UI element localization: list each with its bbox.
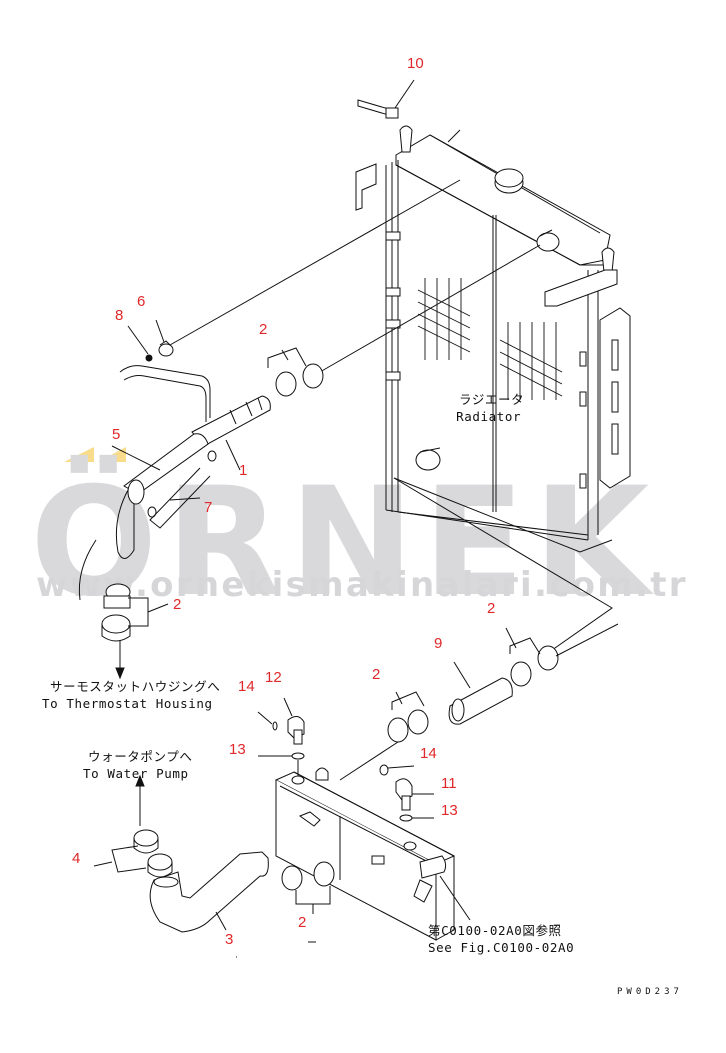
water-pump-note: ウォータポンプへ To Water Pump — [83, 748, 192, 782]
callout-2-upper: 2 — [259, 321, 268, 338]
callout-10: 10 — [407, 55, 424, 72]
tank-assembly — [276, 768, 470, 940]
thermostat-note-en: To Thermostat Housing — [42, 696, 213, 711]
callout-7: 7 — [204, 499, 213, 516]
part-10-bolt — [358, 80, 460, 142]
water-pump-note-en: To Water Pump — [83, 766, 189, 781]
callout-2-thermostat: 2 — [173, 596, 182, 613]
callout-3: 3 — [225, 931, 234, 948]
callout-8: 8 — [115, 307, 124, 324]
fittings — [258, 692, 434, 821]
callout-6: 6 — [137, 293, 146, 310]
see-figure-note-en: See Fig.C0100-02A0 — [428, 940, 575, 955]
thermostat-note: サーモスタットハウジングへ To Thermostat Housing — [42, 678, 220, 712]
hose-9-assembly — [449, 624, 618, 724]
callout-13-left: 13 — [229, 741, 246, 758]
radiator-label-en: Radiator — [456, 409, 522, 424]
callout-5: 5 — [112, 426, 121, 443]
callout-2-lower: 2 — [298, 914, 307, 931]
see-figure-note: 第C0100-02A0図参照 See Fig.C0100-02A0 — [428, 922, 574, 956]
callout-1: 1 — [239, 462, 248, 479]
callout-14-left: 14 — [238, 678, 255, 695]
callout-2-right: 2 — [487, 600, 496, 617]
callout-4: 4 — [72, 850, 81, 867]
radiator-assembly — [356, 126, 630, 552]
water-pump-note-jp: ウォータポンプへ — [88, 749, 193, 764]
callout-9: 9 — [434, 635, 443, 652]
upper-hose-assembly — [79, 320, 323, 600]
callout-14-right: 14 — [420, 745, 437, 762]
callout-13-right: 13 — [441, 802, 458, 819]
thermostat-note-jp: サーモスタットハウジングへ — [50, 679, 221, 694]
thermostat-clamps — [102, 584, 168, 678]
watermark-url: www.ornekismakinalari.com.tr — [36, 565, 688, 605]
callout-2-middle: 2 — [372, 666, 381, 683]
drawing-id: PW0D237 — [617, 987, 683, 997]
radiator-label-jp: ラジエータ — [459, 392, 525, 407]
water-pump-hoses — [94, 776, 334, 957]
callout-11: 11 — [441, 775, 457, 792]
radiator-label: ラジエータ Radiator — [453, 391, 524, 425]
callout-12: 12 — [265, 669, 282, 686]
see-figure-note-jp: 第C0100-02A0図参照 — [428, 923, 562, 938]
